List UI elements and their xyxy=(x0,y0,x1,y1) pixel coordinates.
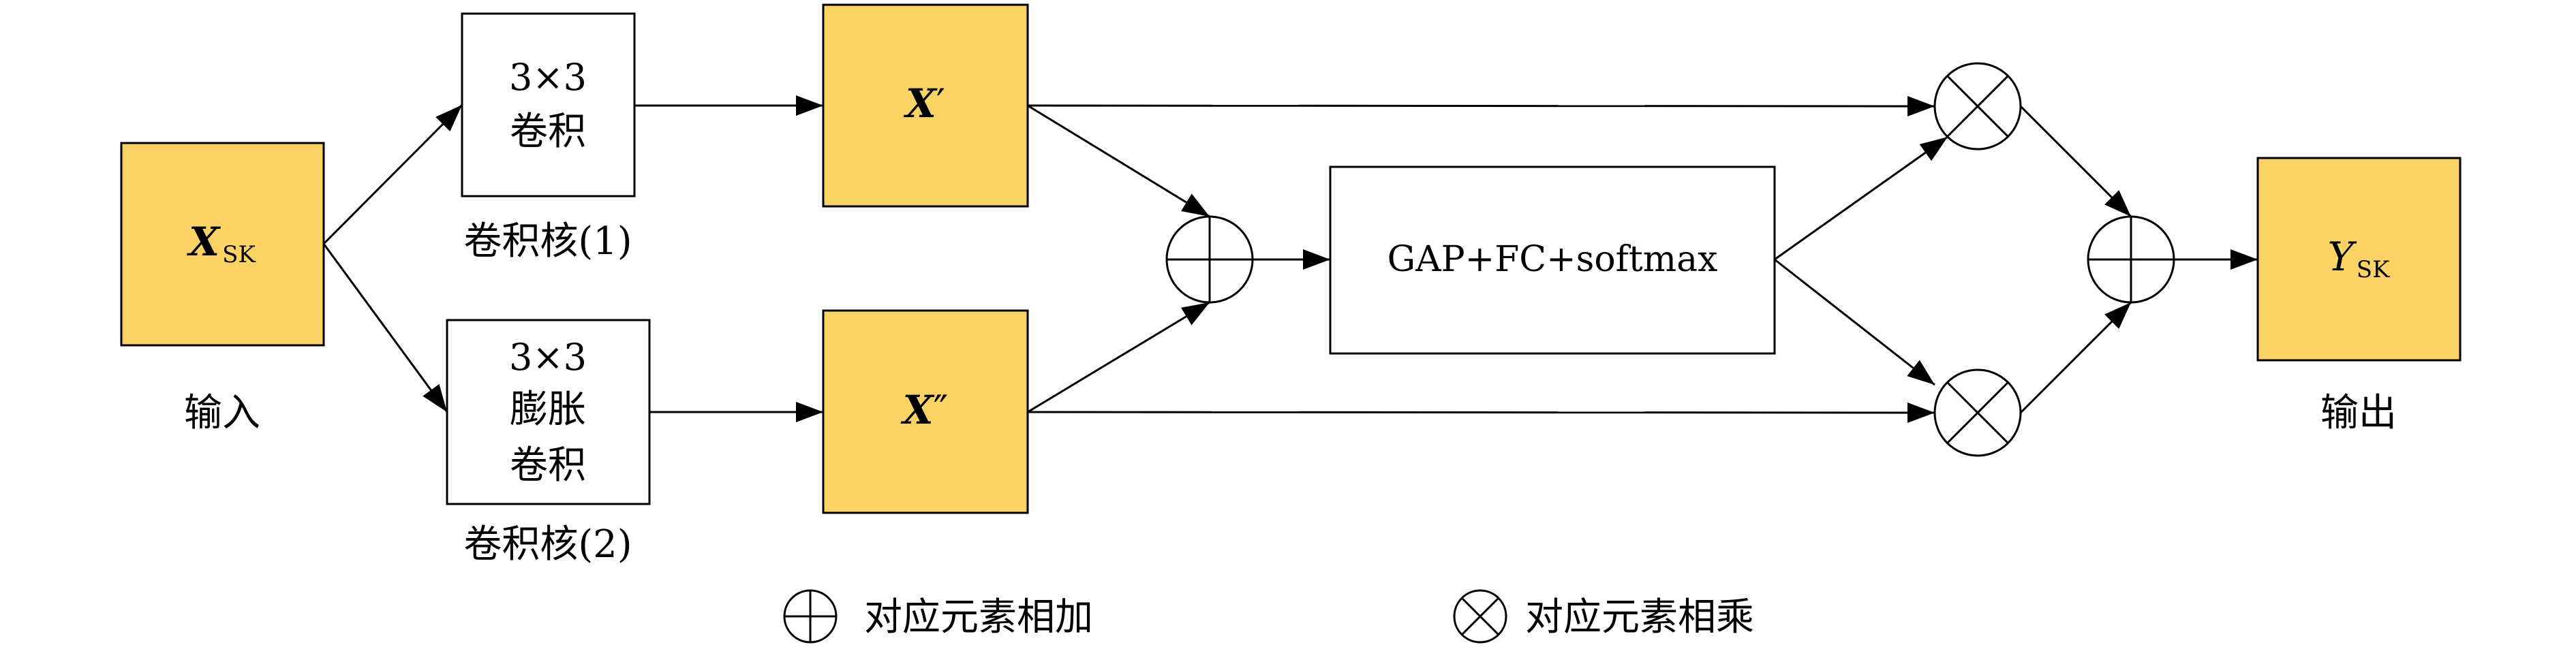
svg-text:X′: X′ xyxy=(903,80,945,127)
svg-text:YSK: YSK xyxy=(2328,234,2391,283)
feature-x-prime: X′ xyxy=(822,3,1029,208)
arrow-gap-to-mul-top xyxy=(1774,136,1948,261)
svg-text:X″: X″ xyxy=(900,387,949,433)
sum-node-fuse xyxy=(1165,215,1254,304)
arrow-mul-top-to-sum xyxy=(2019,105,2132,218)
branch2-line2: 膨胀 xyxy=(510,388,586,432)
sum-node-output xyxy=(2087,215,2175,304)
feature-x-double-prime-box xyxy=(822,309,1029,514)
gap-fc-softmax-box xyxy=(1329,165,1776,355)
arrow-mul-bottom-to-sum xyxy=(2019,301,2132,414)
gap-fc-softmax-label: GAP+FC+softmax xyxy=(1387,239,1718,280)
branch1-caption: 卷积核(1) xyxy=(463,219,632,264)
input-subscript: SK xyxy=(222,241,256,268)
branch1-conv-box xyxy=(461,12,636,198)
feature-x-double-prime: X″ xyxy=(822,309,1029,514)
feature-x-prime-symbol: X xyxy=(903,80,938,127)
branch2-line3: 卷积 xyxy=(510,443,586,488)
connectors xyxy=(322,95,2258,423)
arrow-xprime-to-sum xyxy=(1027,104,1210,218)
output-subscript: SK xyxy=(2357,256,2390,283)
circle-times-icon xyxy=(1453,589,1507,644)
output-symbol: Y xyxy=(2328,234,2357,280)
gap-fc-softmax-block: GAP+FC+softmax xyxy=(1329,165,1776,355)
feature-x-prime-box xyxy=(822,3,1029,208)
mul-node-bottom xyxy=(1933,368,2022,457)
legend: 对应元素相加 对应元素相乘 xyxy=(783,589,1754,644)
branch1-conv: 3×3 卷积 卷积核(1) xyxy=(461,12,636,264)
arrow-xdoubleprime-to-sum xyxy=(1027,301,1210,413)
arrow-gap-to-mul-bottom xyxy=(1774,258,1935,386)
feature-x-double-prime-symbol: X xyxy=(900,387,935,433)
input-symbol: X xyxy=(186,219,221,265)
legend-add-label: 对应元素相加 xyxy=(864,595,1093,640)
feature-x-prime-mark: ′ xyxy=(936,80,945,127)
legend-mul-label: 对应元素相乘 xyxy=(1525,595,1754,640)
branch1-line2: 卷积 xyxy=(510,110,586,154)
svg-text:XSK: XSK xyxy=(186,219,256,268)
input-feature-box xyxy=(120,142,325,347)
branch2-line1: 3×3 xyxy=(509,336,587,379)
output-feature-box xyxy=(2256,157,2462,362)
branch1-line1: 3×3 xyxy=(509,56,587,99)
input-caption: 输入 xyxy=(184,391,260,435)
branch2-dilated-conv: 3×3 膨胀 卷积 卷积核(2) xyxy=(446,319,651,567)
feature-x-double-prime-mark: ″ xyxy=(934,387,949,433)
arrow-input-to-conv1 xyxy=(322,104,463,245)
output-caption: 输出 xyxy=(2320,391,2397,435)
branch2-caption: 卷积核(2) xyxy=(463,522,632,567)
arrow-input-to-conv2 xyxy=(322,243,448,413)
mul-node-top xyxy=(1933,62,2022,151)
arrow-xdoubleprime-to-mul-bottom xyxy=(1027,402,1935,423)
circle-plus-icon xyxy=(783,589,838,644)
